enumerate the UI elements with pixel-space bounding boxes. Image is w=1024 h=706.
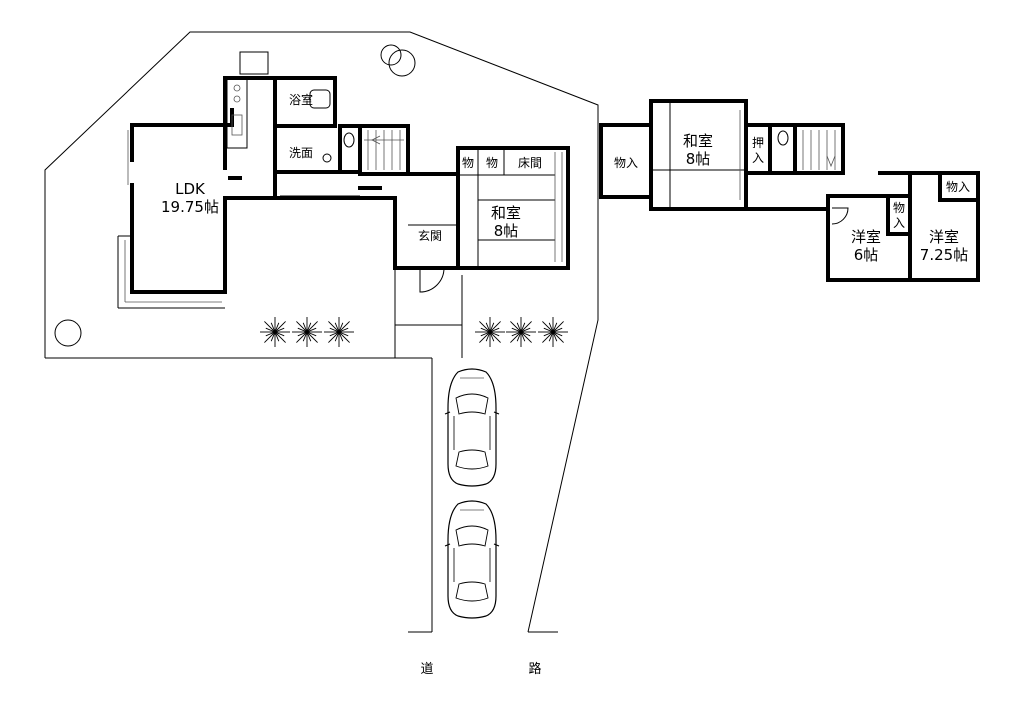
tokonoma-label: 床間 xyxy=(518,156,542,170)
closet-small-label-1: 物 xyxy=(893,201,905,215)
oshiire-label-1: 押 xyxy=(752,136,764,150)
ldk-label: LDK xyxy=(175,180,206,198)
road-label-char-2: 路 xyxy=(528,661,543,677)
site-boundary xyxy=(44,31,599,633)
bath-label: 浴室 xyxy=(289,92,313,107)
youshitsu1-size: 6帖 xyxy=(854,246,879,264)
oshiire-label-2: 入 xyxy=(752,151,764,165)
washroom-label: 洗面 xyxy=(289,146,313,160)
floor1-walls xyxy=(117,51,570,309)
youshitsu1-label: 洋室 xyxy=(851,228,881,246)
washitsu-size: 8帖 xyxy=(494,222,519,240)
closet-label-left: 物入 xyxy=(614,156,638,170)
shrub-icon xyxy=(324,317,354,347)
road-label-char-1: 道 xyxy=(420,662,435,677)
shrub-icon xyxy=(506,317,536,347)
washitsu-label: 和室 xyxy=(491,204,521,222)
closet-label-right: 物入 xyxy=(946,180,970,194)
shrub-icon xyxy=(538,317,568,347)
tree-icon xyxy=(54,44,416,347)
washitsu2-size: 8帖 xyxy=(686,150,711,168)
youshitsu2-label: 洋室 xyxy=(929,228,959,246)
floor2-walls xyxy=(599,99,980,282)
car-icon xyxy=(444,368,500,487)
shrub-row-right xyxy=(475,317,568,347)
ldk-size: 19.75帖 xyxy=(161,198,219,216)
shrub-icon xyxy=(292,317,322,347)
car-icon xyxy=(444,500,500,619)
entrance-label: 玄関 xyxy=(418,228,442,243)
storage-label-b: 物 xyxy=(486,156,498,170)
closet-small-label-2: 入 xyxy=(893,216,905,230)
shrub-row-left xyxy=(260,317,354,347)
storage-label-a: 物 xyxy=(462,156,474,170)
washitsu2-label: 和室 xyxy=(683,132,713,150)
youshitsu2-size: 7.25帖 xyxy=(920,246,968,264)
shrub-icon xyxy=(475,317,505,347)
shrub-icon xyxy=(260,317,290,347)
